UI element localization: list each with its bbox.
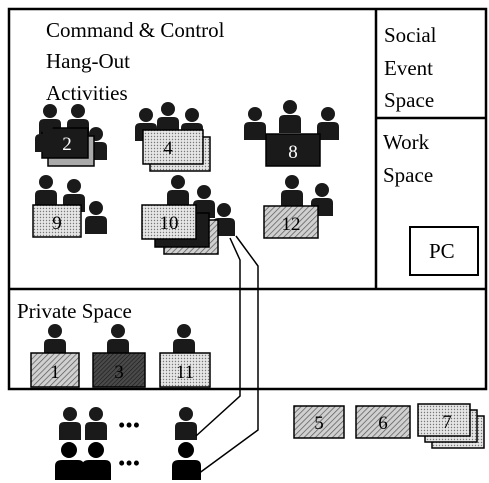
outer-frame — [7, 7, 488, 391]
social-label-line2: Event — [384, 56, 433, 80]
crowd-ellipsis-top: ••• — [118, 413, 140, 437]
connector-line-inner — [195, 237, 241, 437]
table-11-label: 11 — [176, 362, 194, 383]
table-5-label: 5 — [314, 413, 324, 434]
work-label-line1: Work — [383, 130, 430, 154]
table-3-label: 3 — [114, 362, 124, 383]
table-group-1: 1 — [30, 324, 80, 388]
table-group-4: 4 — [135, 102, 211, 172]
table-group-9: 9 — [32, 175, 107, 238]
table-group-2: 2 — [35, 104, 107, 167]
pc-label: PC — [429, 239, 455, 263]
command-title-line3: Activities — [46, 81, 128, 105]
social-label-line3: Space — [384, 88, 434, 112]
table-2-label: 2 — [62, 134, 72, 155]
table-6-label: 6 — [378, 413, 388, 434]
table-group-3: 3 — [92, 324, 146, 388]
table-group-7: 7 — [417, 403, 485, 449]
table-group-6: 6 — [355, 405, 411, 439]
social-label-line1: Social — [384, 23, 437, 47]
table-8-label: 8 — [288, 142, 298, 163]
crowd-ellipsis-bottom: ••• — [118, 451, 140, 475]
crowd-bottom-row: ••• — [55, 442, 201, 480]
work-label-line2: Space — [383, 163, 433, 187]
table-10-label: 10 — [160, 213, 179, 234]
table-7-label: 7 — [442, 412, 452, 433]
connector-line-outer — [197, 235, 259, 475]
table-group-11: 11 — [159, 324, 211, 388]
table-1-label: 1 — [50, 362, 60, 383]
table-group-10: 10 — [141, 175, 235, 255]
command-title-line1: Command & Control — [46, 18, 225, 42]
command-title-line2: Hang-Out — [46, 49, 130, 73]
pc-box — [409, 226, 479, 276]
table-12-label: 12 — [282, 214, 301, 235]
table-group-12: 12 — [263, 175, 333, 239]
table-group-5: 5 — [293, 405, 345, 439]
crowd-top-row: ••• — [59, 407, 197, 440]
table-9-label: 9 — [52, 213, 62, 234]
private-space-title: Private Space — [17, 299, 132, 323]
table-group-8: 8 — [244, 100, 339, 167]
table-4-label: 4 — [163, 138, 173, 159]
